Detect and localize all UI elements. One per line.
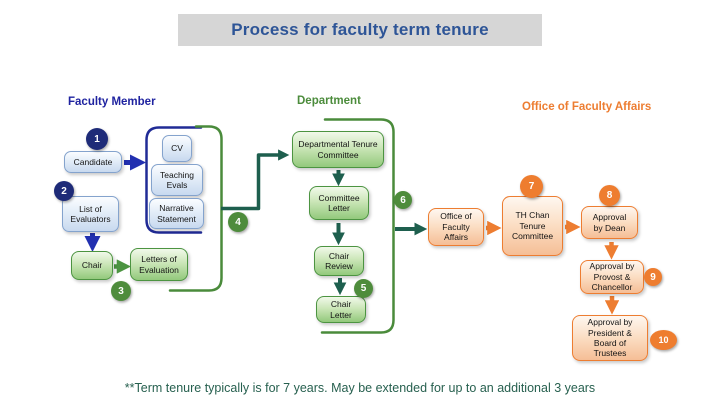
node-candidate: Candidate (64, 151, 122, 173)
footnote-text: **Term tenure typically is for 7 years. … (124, 381, 596, 395)
node-cv: CV (162, 135, 192, 162)
node-list-of-evaluators: List of Evaluators (62, 196, 119, 232)
node-approval-by-dean: Approval by Dean (581, 206, 638, 239)
node-chair-review: Chair Review (314, 246, 364, 276)
node-narrative-statement: Narrative Statement (149, 198, 204, 229)
node-committee-letter: Committee Letter (309, 186, 369, 220)
node-letters-of-evaluation: Letters of Evaluation (130, 248, 188, 281)
column-header-department: Department (297, 95, 361, 107)
step-badge-3: 3 (111, 281, 131, 301)
step-badge-8: 8 (599, 185, 620, 206)
step-badge-5: 5 (354, 279, 373, 298)
faculty-to-department-elbow-arrow (221, 149, 290, 211)
node-approval-by-provost-chancellor: Approval by Provost & Chancellor (580, 260, 644, 294)
documents-group-bracket-blue (145, 126, 203, 234)
department-group-bracket-green (320, 118, 395, 334)
node-office-of-faculty-affairs: Office of Faculty Affairs (428, 208, 484, 246)
step-badge-1: 1 (86, 128, 108, 150)
step-badge-2: 2 (54, 181, 74, 201)
node-th-chan-tenure-committee: TH Chan Tenure Committee (502, 196, 563, 256)
step-badge-9: 9 (644, 268, 662, 286)
column-header-office-of-faculty-affairs: Office of Faculty Affairs (522, 101, 652, 113)
node-teaching-evals: Teaching Evals (151, 164, 203, 196)
step-badge-7: 7 (520, 175, 543, 198)
step-badge-4: 4 (228, 212, 248, 232)
column-header-faculty-member: Faculty Member (68, 96, 156, 108)
node-approval-by-president-board: Approval by President & Board of Trustee… (572, 315, 648, 361)
node-chair: Chair (71, 251, 113, 280)
page-title: Process for faculty term tenure (178, 14, 542, 46)
step-badge-10: 10 (650, 330, 677, 350)
step-badge-6: 6 (394, 191, 412, 209)
node-chair-letter: Chair Letter (316, 296, 366, 323)
node-departmental-tenure-committee: Departmental Tenure Committee (292, 131, 384, 168)
